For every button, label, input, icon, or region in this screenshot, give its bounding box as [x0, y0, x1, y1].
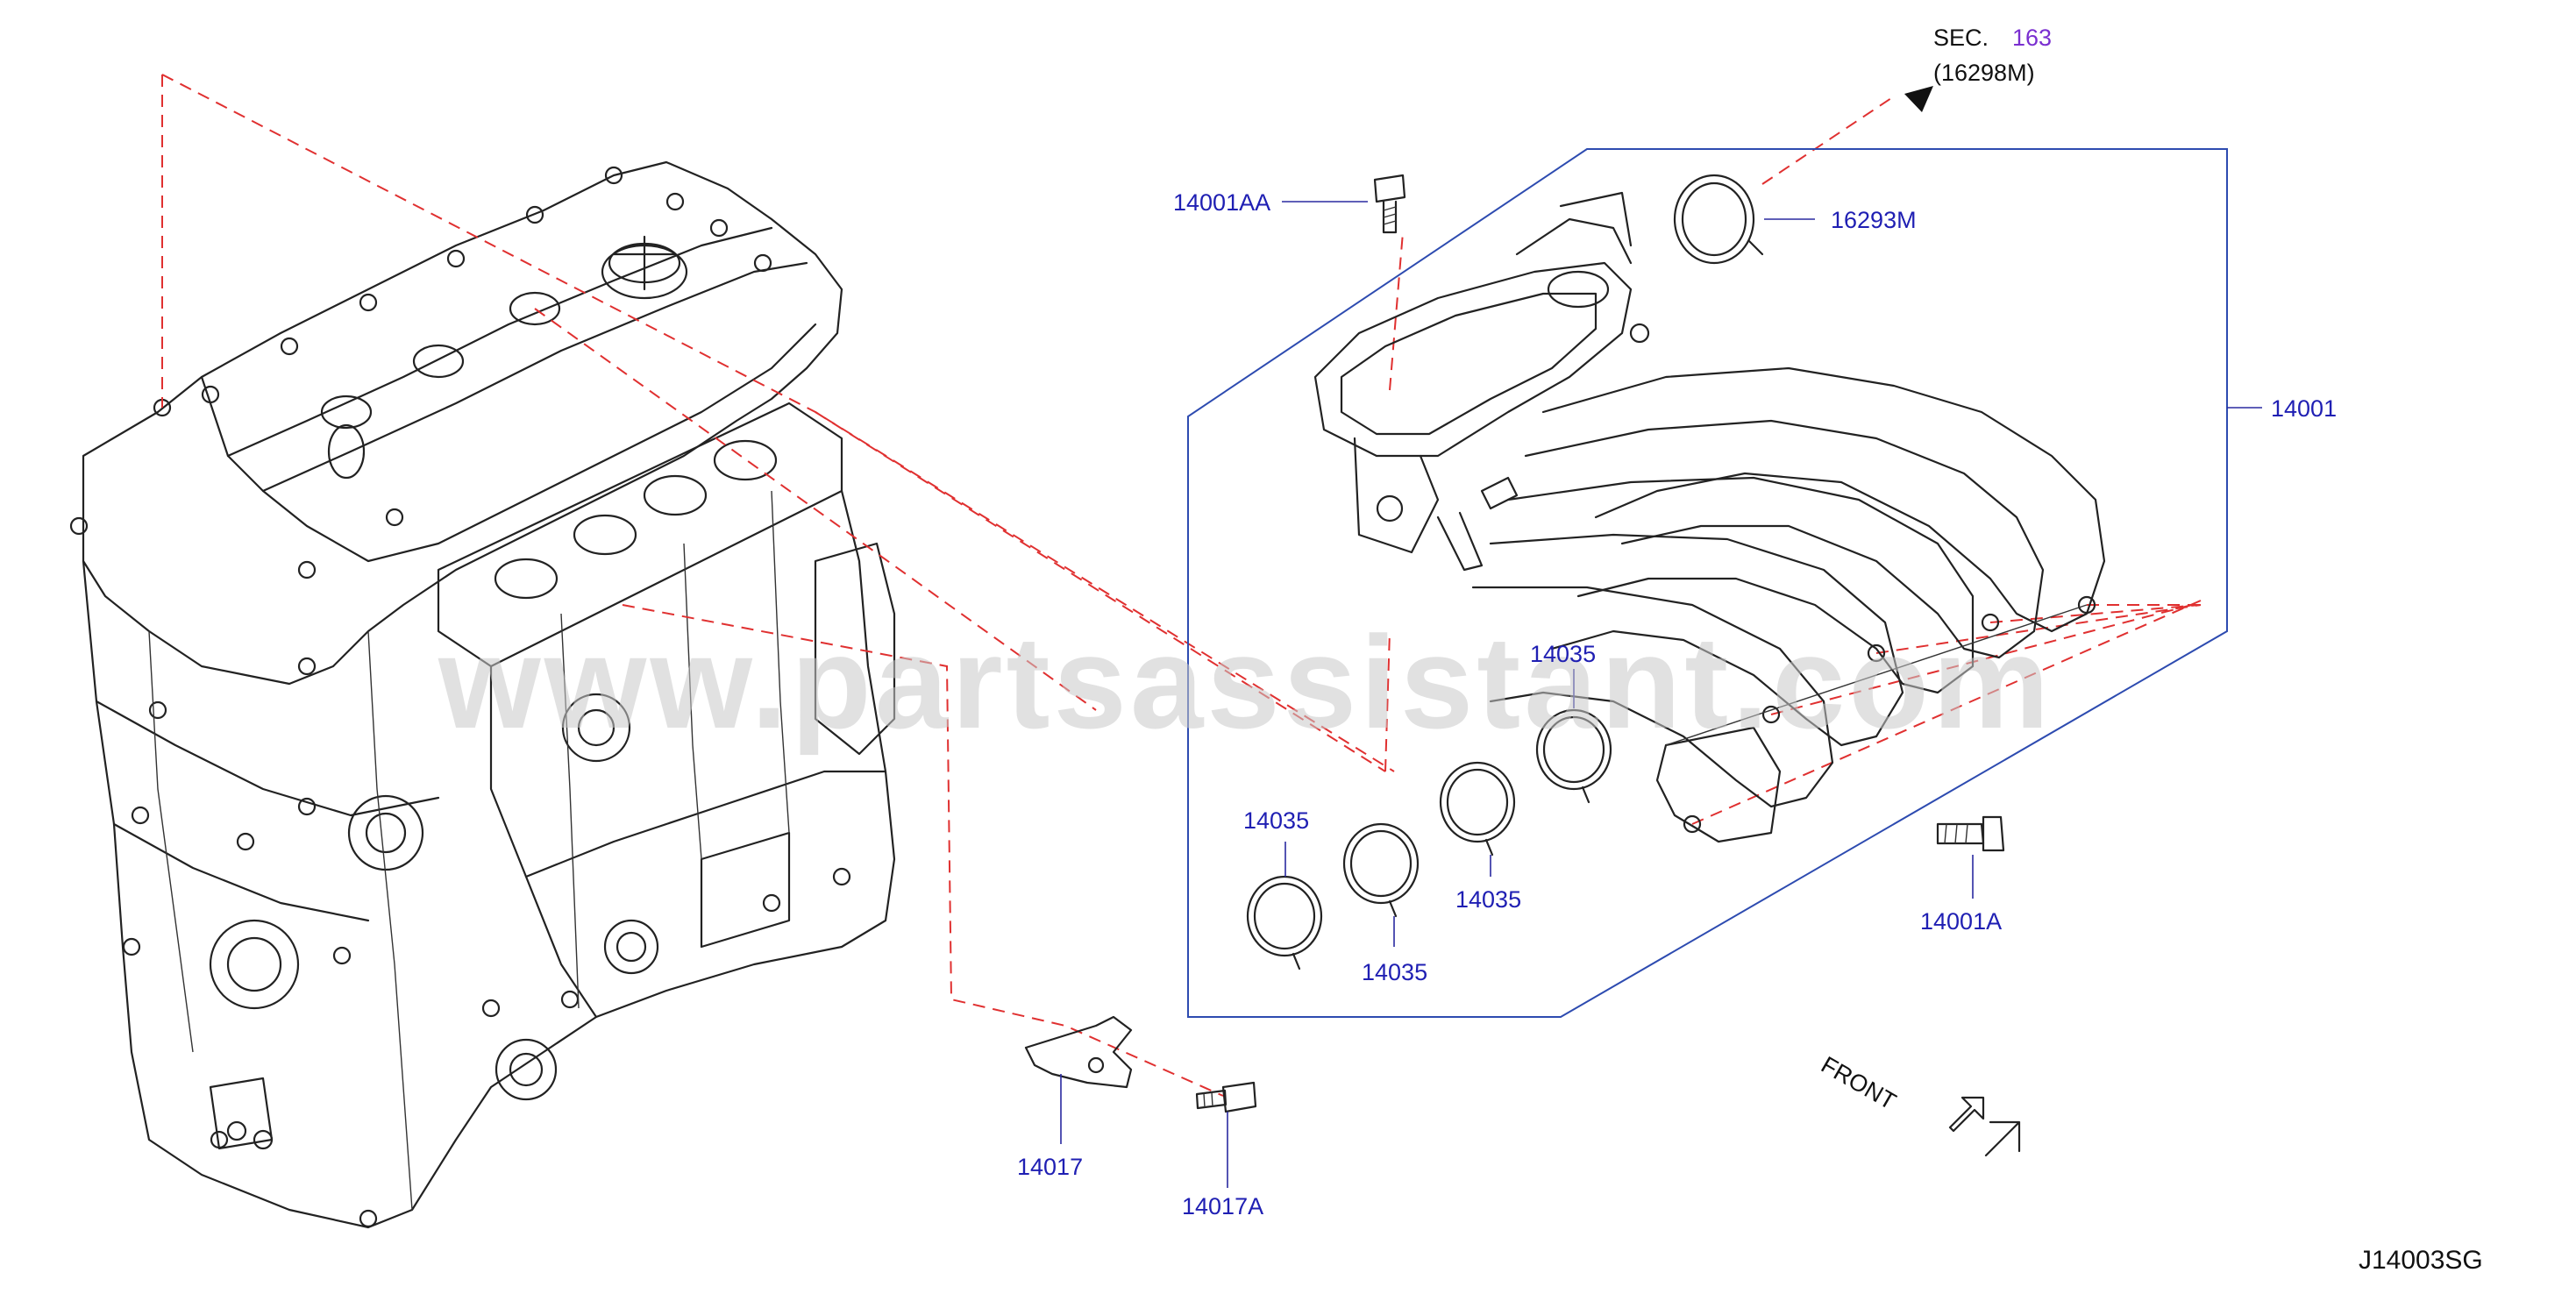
label-14001[interactable]: 14001	[2271, 395, 2337, 422]
bracket-14017-drawing	[1024, 1015, 1133, 1089]
front-label: FRONT	[1817, 1051, 1901, 1114]
section-sub-ref: (16298M)	[1933, 60, 2035, 86]
diagram-code: J14003SG	[2359, 1246, 2483, 1275]
engine-assembly-drawing	[69, 160, 896, 1229]
label-14001A[interactable]: 14001A	[1920, 908, 2002, 935]
leader-lines	[1060, 201, 2262, 1188]
assembly-frame	[1187, 148, 2228, 1018]
gasket-16293M-drawing	[1673, 174, 1764, 265]
intake-manifold-drawing	[1313, 191, 2106, 843]
dashed-guide-lines	[161, 74, 2202, 1097]
watermark: www.partsassistant.com	[438, 608, 2053, 756]
bolt-14017A-drawing	[1195, 1081, 1257, 1113]
section-prefix: SEC.	[1933, 25, 1989, 51]
label-14035-b[interactable]: 14035	[1243, 807, 1309, 834]
label-14035-d[interactable]: 14035	[1362, 959, 1427, 985]
gasket-14035-drawings	[1246, 708, 1612, 970]
section-number-link[interactable]: 163	[2012, 25, 2052, 51]
label-14017[interactable]: 14017	[1017, 1154, 1083, 1180]
label-14035-c[interactable]: 14035	[1455, 886, 1521, 913]
front-arrow-icon	[1948, 1096, 2021, 1157]
section-arrow-icon	[1904, 86, 1933, 112]
label-14017A[interactable]: 14017A	[1182, 1193, 1263, 1219]
label-14035-a[interactable]: 14035	[1530, 641, 1596, 667]
label-14001AA[interactable]: 14001AA	[1173, 189, 1270, 216]
label-16293M[interactable]: 16293M	[1831, 207, 1917, 233]
bolt-14001A-drawing	[1936, 815, 2005, 852]
bolt-14001AA-drawing	[1373, 174, 1406, 234]
